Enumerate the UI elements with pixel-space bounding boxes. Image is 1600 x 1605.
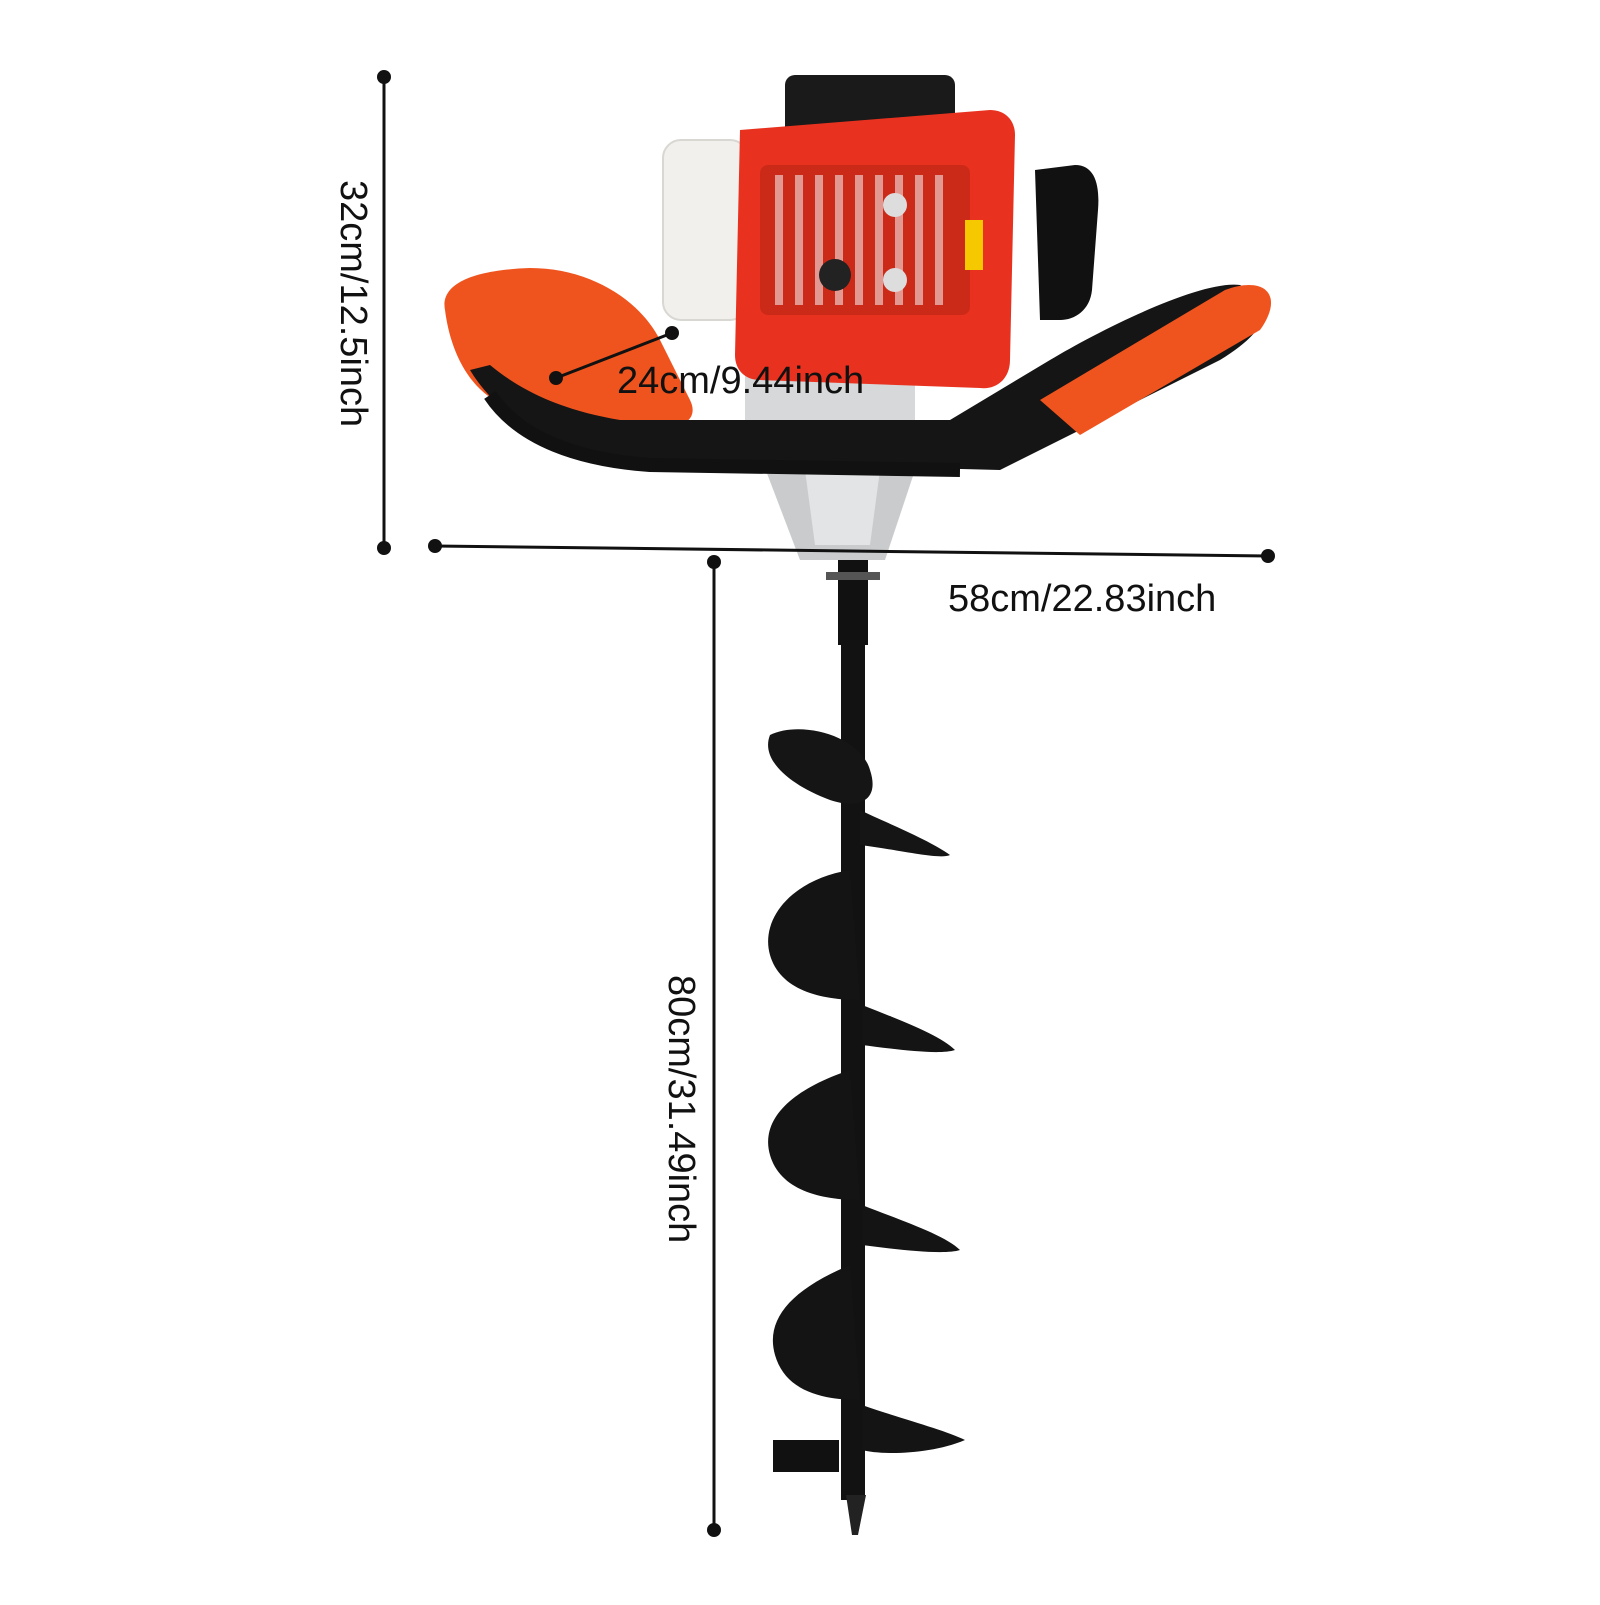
handle-bar	[444, 268, 1272, 477]
engine	[735, 75, 1099, 389]
fuel-tank	[662, 139, 749, 321]
dimension-endpoints	[377, 70, 1275, 1537]
auger-length-label: 80cm/31.49inch	[660, 975, 702, 1244]
dimension-lines	[382, 77, 1269, 1530]
handle-depth-label: 24cm/9.44inch	[617, 360, 865, 402]
auger-bit	[768, 560, 965, 1535]
engine-height-label: 32cm/12.5inch	[332, 180, 374, 428]
handle-width-label: 58cm/22.83inch	[948, 578, 1217, 620]
